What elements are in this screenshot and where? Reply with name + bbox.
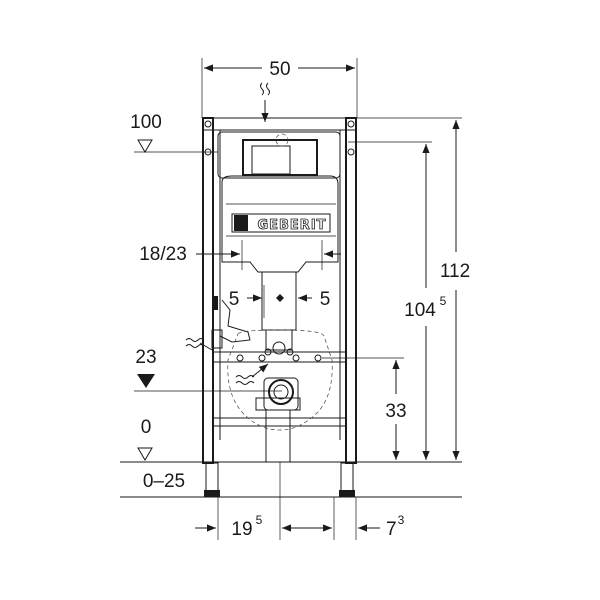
water-drain-icon bbox=[235, 363, 269, 385]
mounting-bolts bbox=[236, 348, 322, 362]
flush-pipe bbox=[261, 272, 297, 355]
dimension-bend-spacing: 18/23 bbox=[139, 240, 341, 270]
dimension-bottom-left: 19 5 bbox=[195, 513, 332, 540]
toilet-bowl-outline bbox=[227, 329, 333, 431]
bottom-left-label: 19 bbox=[231, 519, 252, 540]
offset-left-label: 5 bbox=[229, 289, 240, 310]
dimension-width: 50 bbox=[204, 59, 355, 80]
dimension-sub-height: 104 5 bbox=[404, 144, 447, 460]
water-supply-left-icon bbox=[185, 338, 213, 351]
water-supply-connection bbox=[211, 296, 251, 349]
level-23-label: 23 bbox=[135, 347, 156, 368]
level-100-label: 100 bbox=[130, 112, 162, 133]
water-supply-top-icon bbox=[260, 82, 270, 122]
width-label: 50 bbox=[269, 59, 290, 80]
dimension-bottom-right: 7 3 bbox=[358, 513, 405, 540]
floor-range-label: 0–25 bbox=[143, 471, 185, 492]
drain-height-label: 33 bbox=[385, 401, 406, 422]
bottom-right-sup: 3 bbox=[398, 513, 405, 527]
sub-height-sup: 5 bbox=[440, 294, 447, 308]
dimension-drain-height: 33 bbox=[385, 360, 407, 460]
total-height-label: 112 bbox=[440, 261, 470, 282]
installation-frame bbox=[202, 117, 357, 498]
level-0: 0 bbox=[137, 417, 153, 461]
dimension-total-height: 112 bbox=[440, 120, 470, 460]
drain-pipe bbox=[255, 377, 301, 463]
brand-logo: GEBERIT bbox=[257, 218, 326, 233]
bottom-left-sup: 5 bbox=[256, 513, 263, 527]
dimension-offsets: 5 5 bbox=[229, 285, 331, 318]
level-0-label: 0 bbox=[141, 417, 152, 438]
cistern: GEBERIT bbox=[217, 131, 341, 273]
bottom-right-label: 7 bbox=[386, 519, 397, 540]
offset-right-label: 5 bbox=[320, 289, 331, 310]
bend-spacing-label: 18/23 bbox=[139, 244, 187, 265]
level-100: 100 bbox=[130, 112, 218, 153]
sub-height-label: 104 bbox=[404, 300, 436, 321]
level-23: 23 bbox=[134, 347, 282, 392]
